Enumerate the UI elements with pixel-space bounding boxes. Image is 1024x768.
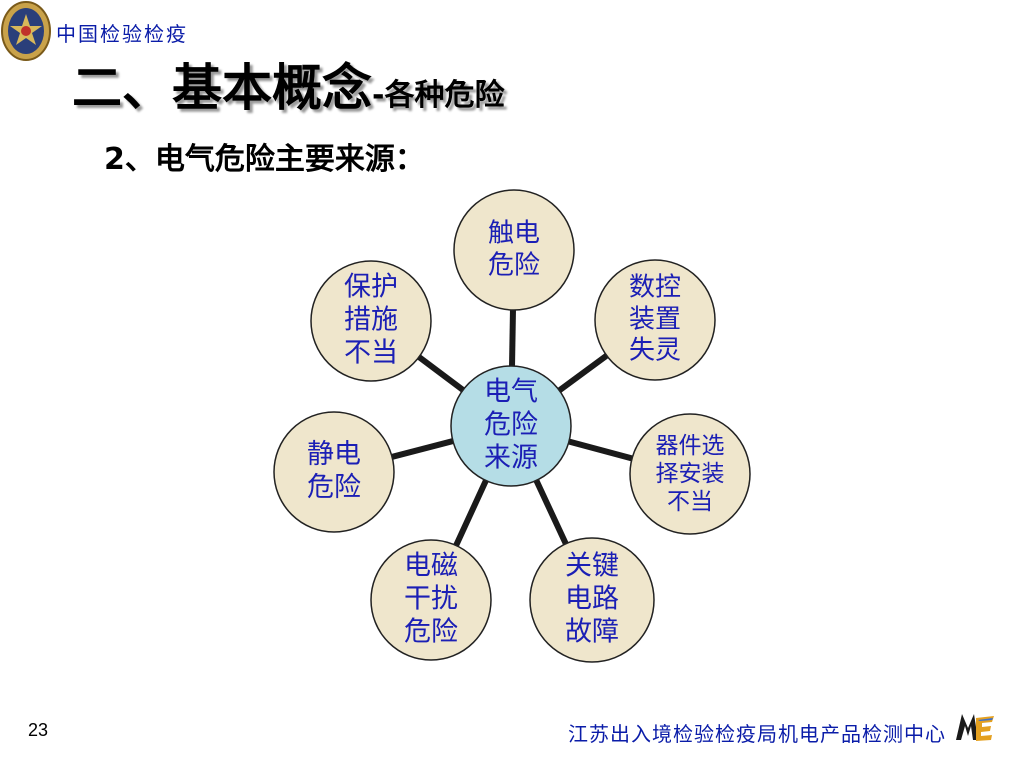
node-protection: [310, 260, 432, 382]
center-node: [450, 365, 572, 487]
title-sub: -各种危险: [372, 78, 505, 113]
node-label-emi: 电磁 干扰 危险: [404, 550, 458, 648]
subtitle: 2、电气危险主要来源：: [104, 142, 425, 177]
node-label-static: 静电 危险: [307, 439, 361, 503]
node-label-circuit: 关键 电路 故障: [565, 550, 619, 648]
node-component: [629, 413, 751, 535]
footer-organization: 江苏出入境检验检疫局机电产品检测中心: [568, 722, 946, 746]
node-static: [273, 411, 395, 533]
node-label-cnc: 数控 装置 失灵: [628, 272, 682, 366]
me-logo-icon: [956, 714, 994, 741]
center-node-label: 电气 危险 来源: [484, 376, 538, 474]
node-label-protection: 保护 措施 不当: [344, 271, 398, 369]
page-title: 二、基本概念-各种危险: [72, 48, 504, 120]
node-circuit: [529, 537, 655, 663]
node-label-component: 器件选 择安装 不当: [655, 432, 725, 516]
emblem-logo: [1, 1, 51, 61]
node-emi: [370, 539, 492, 661]
node-touch: [453, 189, 575, 311]
org-name: 中国检验检疫: [56, 22, 188, 46]
node-label-touch: 触电 危险: [487, 218, 541, 280]
title-main: 二、基本概念: [72, 58, 372, 117]
page-number: 23: [28, 720, 49, 740]
node-cnc: [594, 259, 716, 381]
